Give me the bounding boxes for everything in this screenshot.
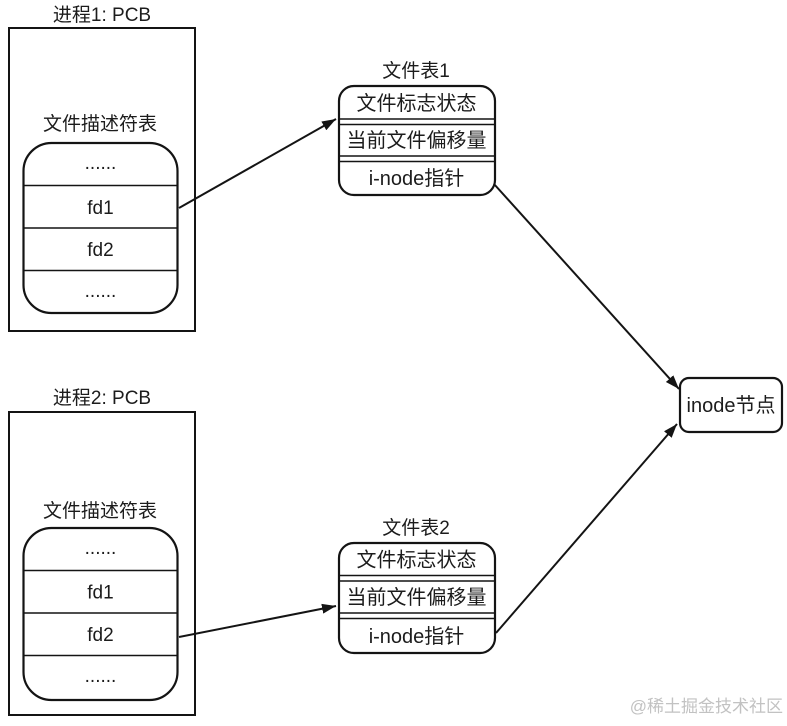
watermark-text: @稀土掘金技术社区 bbox=[630, 697, 783, 716]
process2-fd-row-ellipsis-bottom: ...... bbox=[85, 666, 117, 687]
file-table1-group: 文件表1 文件标志状态 当前文件偏移量 i-node指针 bbox=[337, 60, 497, 197]
file-table2-row-offset: 当前文件偏移量 bbox=[347, 586, 487, 609]
file-table2-row-inode-pointer: i-node指针 bbox=[369, 625, 465, 648]
file-table2-row-flags: 文件标志状态 bbox=[357, 549, 477, 572]
process2-pcb-box bbox=[8, 411, 196, 716]
file-table1-box bbox=[337, 84, 497, 197]
file-table2-title: 文件表2 bbox=[382, 517, 450, 539]
process1-fd-table-label: 文件描述符表 bbox=[43, 113, 157, 135]
process1-fd-row-fd2: fd2 bbox=[87, 240, 113, 261]
process1-fd-row-fd1: fd1 bbox=[87, 198, 113, 219]
file-table2-group: 文件表2 文件标志状态 当前文件偏移量 i-node指针 bbox=[337, 517, 497, 655]
process2-group: 进程2: PCB 文件描述符表 ...... fd1 fd2 ...... bbox=[8, 387, 196, 716]
file-table1-row-offset: 当前文件偏移量 bbox=[347, 129, 487, 152]
process1-title: 进程1: PCB bbox=[53, 4, 151, 26]
process2-fd-row-fd2: fd2 bbox=[87, 625, 113, 646]
file-table2-box bbox=[337, 541, 497, 655]
process2-title: 进程2: PCB bbox=[53, 387, 151, 409]
arrow-file-table1-to-inode bbox=[493, 183, 680, 390]
process1-fd-row-ellipsis-bottom: ...... bbox=[85, 281, 117, 302]
inode-group: inode节点 bbox=[678, 376, 784, 434]
file-table1-row-flags: 文件标志状态 bbox=[357, 92, 477, 115]
inode-label: inode节点 bbox=[687, 394, 776, 417]
process1-fd-row-ellipsis-top: ...... bbox=[85, 153, 117, 174]
process2-fd-table-box bbox=[22, 526, 179, 702]
file-table1-title: 文件表1 bbox=[382, 60, 450, 82]
arrow-process2-fd2-to-file-table2 bbox=[178, 603, 337, 638]
file-table1-row-inode-pointer: i-node指针 bbox=[369, 167, 465, 190]
process2-fd-row-ellipsis-top: ...... bbox=[85, 538, 117, 559]
process1-group: 进程1: PCB 文件描述符表 ...... fd1 fd2 ...... bbox=[8, 4, 196, 332]
process2-fd-table-label: 文件描述符表 bbox=[43, 500, 157, 522]
arrow-file-table2-to-inode bbox=[495, 423, 678, 634]
inode-box bbox=[678, 376, 784, 434]
process2-fd-row-fd1: fd1 bbox=[87, 583, 113, 604]
process1-pcb-box bbox=[8, 27, 196, 332]
arrow-process1-fd1-to-file-table1 bbox=[178, 118, 337, 209]
